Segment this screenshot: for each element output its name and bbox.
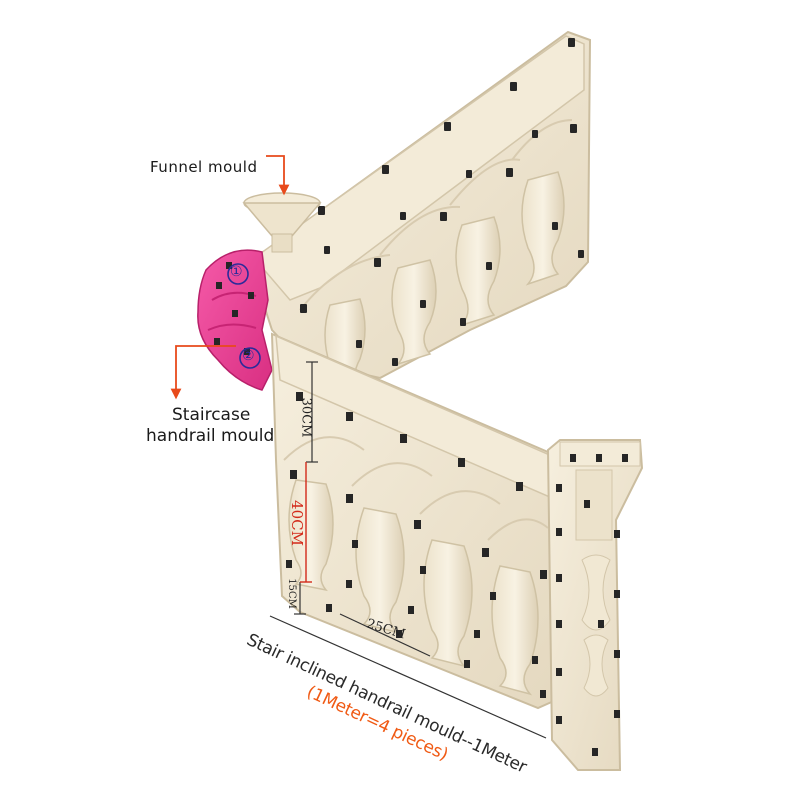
newel-post-mould <box>546 439 644 771</box>
upper-handrail-mould <box>248 30 592 397</box>
annotation-lines <box>170 155 547 739</box>
lower-handrail-mould <box>270 332 562 710</box>
dimension-40cm: 40CM <box>287 500 306 546</box>
marker-one: ① <box>230 264 243 280</box>
pink-staircase-mould <box>197 249 273 391</box>
funnel-mould-label: Funnel mould <box>150 158 258 176</box>
dimension-15cm: 15CM <box>285 578 297 609</box>
staircase-label-line1: Staircase <box>172 405 251 425</box>
marker-two: ② <box>242 348 255 364</box>
funnel-mould <box>242 192 322 253</box>
staircase-label-line2: handrail mould <box>146 426 275 446</box>
dimension-30cm: 30CM <box>298 397 314 438</box>
